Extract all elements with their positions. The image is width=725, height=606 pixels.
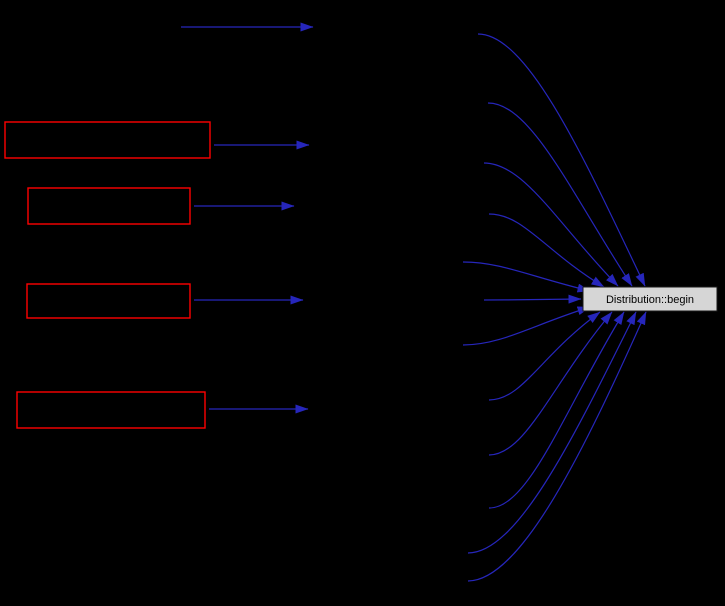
- call-edge-curve: [483, 162, 619, 287]
- call-edge-curve: [467, 311, 637, 554]
- caller-node-box[interactable]: [4, 121, 211, 159]
- target-node-box: [582, 286, 718, 312]
- caller-node-box[interactable]: [16, 391, 206, 429]
- call-edge-curve: [462, 261, 591, 293]
- call-edge-curve: [488, 213, 605, 288]
- call-edge-curve: [477, 33, 646, 287]
- call-edge-curve: [488, 311, 613, 456]
- target-node-label: Distribution::begin: [606, 294, 694, 306]
- call-edge-curve: [467, 311, 647, 582]
- call-edge-curve: [488, 311, 601, 401]
- call-edge-curve: [483, 294, 582, 304]
- call-edge-curve: [487, 102, 633, 287]
- caller-node-box[interactable]: [27, 187, 191, 225]
- call-edge-curve: [488, 311, 625, 509]
- call-edge-curve: [462, 306, 591, 346]
- caller-node-box[interactable]: [26, 283, 191, 319]
